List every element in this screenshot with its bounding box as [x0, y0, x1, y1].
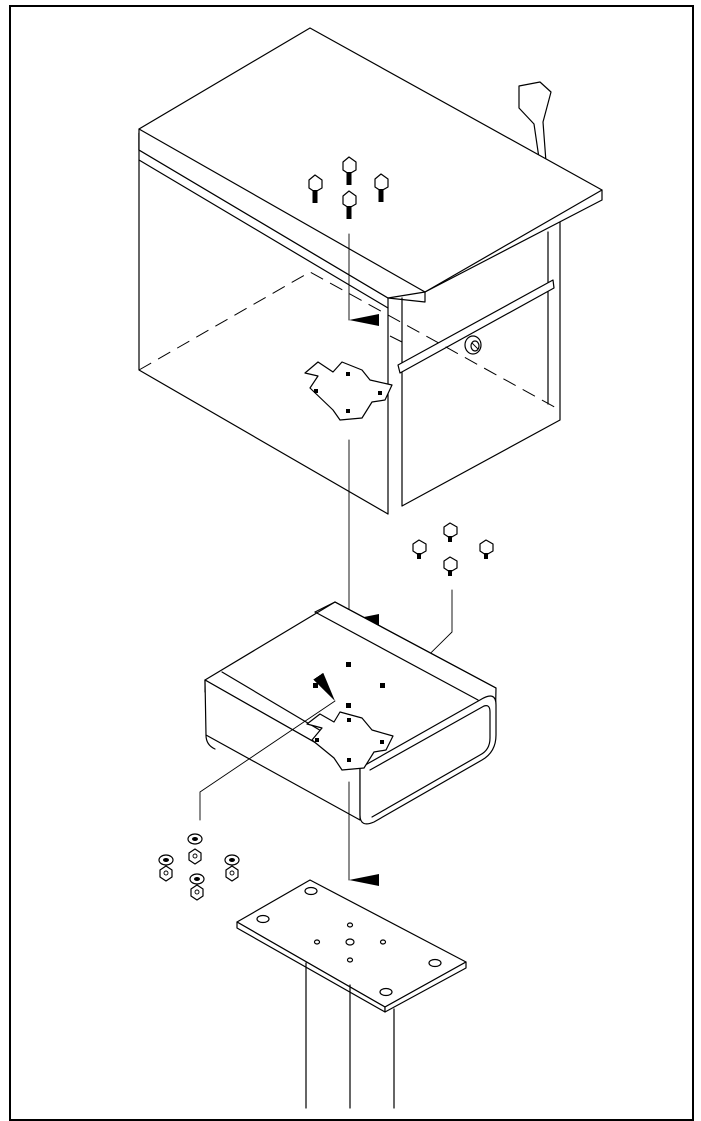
hex-bolt-icon [412, 539, 427, 559]
base-adapter-front [204, 679, 361, 821]
hex-bolt-icon [443, 522, 458, 542]
cabinet-bolt-group [308, 156, 389, 219]
base-adapter-side [359, 695, 497, 825]
arrow-nuts-to-base [199, 672, 336, 821]
figure-border [9, 5, 694, 1121]
hex-bolt-icon [342, 156, 357, 185]
washer-nut-group [158, 833, 240, 901]
base-bolt-group [412, 522, 494, 576]
lock-icon [464, 335, 482, 355]
enclosure-cabinet [138, 27, 603, 515]
hex-bolt-icon [443, 556, 458, 576]
hex-bolt-icon [374, 173, 389, 202]
mounting-plate [236, 879, 467, 1013]
washer-nut-icon [189, 873, 205, 901]
cabinet-hidden-floor [138, 271, 561, 411]
hex-bolt-icon [479, 539, 494, 559]
post-icon [305, 962, 395, 1109]
base-adapter [204, 601, 497, 825]
cabinet-lid [138, 27, 603, 299]
hex-bolt-icon [308, 174, 323, 203]
hex-bolt-icon [342, 190, 357, 219]
washer-nut-icon [158, 854, 174, 882]
cabinet-latch-bar [397, 279, 555, 374]
washer-nut-icon [224, 854, 240, 882]
cabinet-side-panel [387, 221, 561, 515]
cross-bracket-icon [304, 361, 393, 421]
washer-nut-icon [187, 833, 203, 865]
cross-bracket-icon [306, 711, 394, 771]
